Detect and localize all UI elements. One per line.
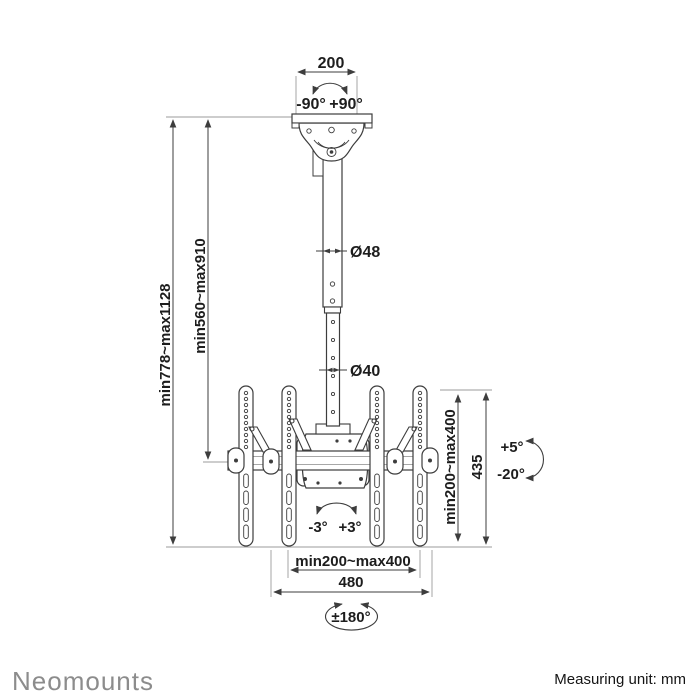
ceiling-mount — [291, 113, 373, 177]
pole-upper-tube — [322, 155, 343, 308]
crossbar-knob — [421, 447, 439, 474]
vesa-rail — [281, 385, 297, 547]
telescopic-pole — [322, 155, 343, 427]
rotation-ellipse — [324, 602, 379, 631]
bracket-arms — [248, 418, 418, 453]
label-swivel-top-pos: +90° — [329, 96, 363, 113]
dome — [298, 122, 365, 162]
brand-logo: Neomounts — [12, 666, 154, 696]
swivel-arc-top — [312, 82, 348, 95]
mount-drawing — [227, 113, 439, 547]
label-upper-pole-diameter: Ø48 — [350, 244, 380, 261]
label-vesa-height: min200~max400 — [442, 409, 459, 525]
vesa-rail — [369, 385, 385, 547]
label-lower-pole-diameter: Ø40 — [350, 363, 380, 380]
label-tilt-up: +5° — [500, 439, 523, 456]
ceiling-plate — [291, 113, 373, 124]
label-rotation-bottom: ±180° — [331, 609, 370, 626]
crossbar-knob — [262, 448, 280, 475]
tilt-arc — [525, 437, 544, 482]
label-crossbar-width: 480 — [338, 574, 363, 591]
label-total-height: min778~max1128 — [157, 283, 174, 406]
dimension-lines — [169, 68, 490, 596]
label-swivel-top-neg: -90° — [296, 96, 326, 113]
crossbar-knob — [386, 448, 404, 475]
label-top-width: 200 — [318, 55, 345, 72]
rotation-arcs — [312, 82, 544, 631]
diameter-callouts — [316, 248, 347, 373]
label-level-pos: +3° — [338, 519, 361, 536]
label-bracket-height: 435 — [469, 454, 486, 479]
level-arc — [316, 502, 357, 515]
label-level-neg: -3° — [308, 519, 327, 536]
label-pole-height: min560~max910 — [192, 238, 209, 354]
label-tilt-down: -20° — [497, 466, 525, 483]
crossbar-knob — [227, 447, 245, 474]
label-vesa-width: min200~max400 — [295, 553, 411, 570]
measuring-unit-label: Measuring unit: mm — [554, 671, 686, 688]
pole-collar — [323, 306, 342, 314]
extension-lines — [166, 76, 492, 597]
